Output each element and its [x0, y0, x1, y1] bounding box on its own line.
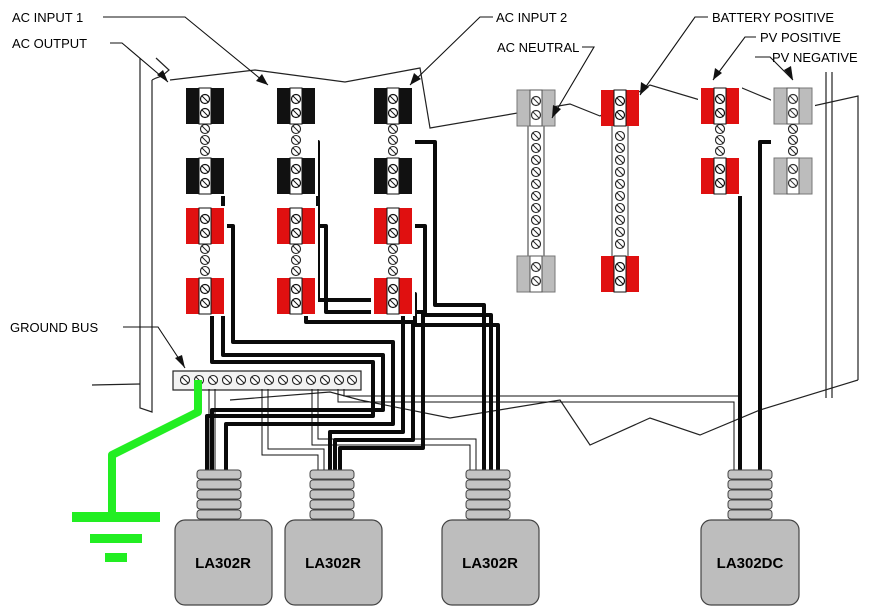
ground-wires: [208, 389, 741, 470]
ac-input-1-label: AC INPUT 1: [12, 10, 83, 25]
pv-negative-breaker: [771, 86, 815, 196]
leader-lines: [103, 16, 794, 369]
ac-output-breaker-black: [183, 86, 227, 196]
ac-input-2-breaker-black: [371, 86, 415, 196]
ac-neutral-label: AC NEUTRAL: [497, 40, 579, 55]
arrester-1-label: LA302R: [195, 555, 251, 572]
arrester-3: [441, 469, 540, 606]
ground-bus-label: GROUND BUS: [10, 320, 98, 335]
pv-negative-label: PV NEGATIVE: [772, 50, 858, 65]
arrester-4-label: LA302DC: [717, 555, 784, 572]
ac-neutral-bus: [516, 89, 556, 293]
arrester-2: [284, 469, 383, 606]
earth-ground-symbol: [72, 380, 202, 562]
leader-arrowheads: [157, 66, 793, 368]
battery-positive-label: BATTERY POSITIVE: [712, 10, 834, 25]
ac-output-label: AC OUTPUT: [12, 36, 87, 51]
arrester-4: [700, 469, 800, 606]
arrester-3-label: LA302R: [462, 555, 518, 572]
ac-input-2-label: AC INPUT 2: [496, 10, 567, 25]
pv-positive-label: PV POSITIVE: [760, 30, 841, 45]
ac-output-breaker-red: [183, 206, 227, 316]
pv-positive-breaker: [698, 86, 742, 196]
arrester-2-label: LA302R: [305, 555, 361, 572]
ac-input-1-breaker-black: [274, 86, 318, 196]
ground-bus-bar: [172, 370, 362, 391]
ac-input-2-breaker-red: [371, 206, 415, 316]
ac-input-1-breaker-red: [274, 206, 318, 316]
battery-positive-bus: [600, 89, 640, 293]
arrester-1: [174, 469, 273, 606]
